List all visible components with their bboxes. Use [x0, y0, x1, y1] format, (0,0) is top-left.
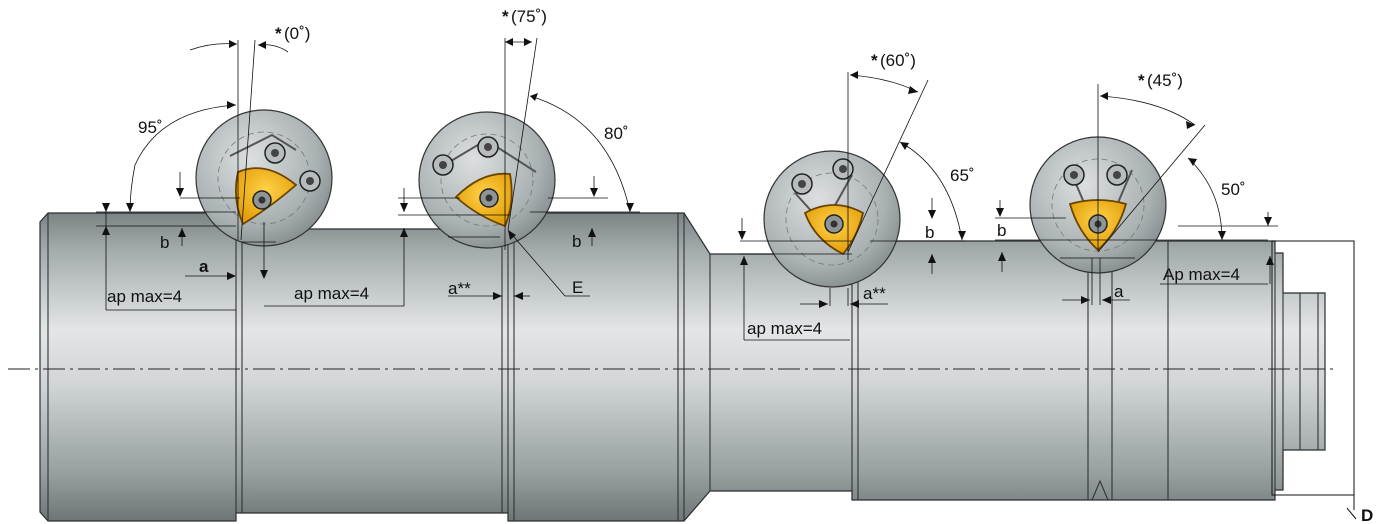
labels: * (0˚) * (75˚) * (60˚) * (45˚) 95˚ 80˚ 6… [107, 7, 1246, 338]
star-75: * [502, 7, 509, 26]
label-ap-max-2: ap max=4 [294, 284, 369, 303]
label-a-double-star-1: a** [448, 279, 471, 298]
label-angle-0: (0˚) [284, 24, 310, 43]
label-b-1: b [160, 233, 169, 252]
label-angle-95: 95˚ [138, 118, 163, 137]
cutter-2 [418, 111, 556, 249]
star-45: * [1138, 71, 1145, 90]
label-d: D [1361, 506, 1373, 524]
label-angle-65: 65˚ [950, 166, 975, 185]
dimension-lines [96, 37, 1278, 341]
label-ap-max-4: Ap max=4 [1163, 265, 1240, 284]
label-angle-60: (60˚) [880, 51, 916, 70]
label-angle-45: (45˚) [1147, 71, 1183, 90]
label-e: E [572, 278, 583, 297]
d-bracket [1271, 240, 1355, 496]
label-ap-max-3: ap max=4 [747, 319, 822, 338]
star-60: * [871, 51, 878, 70]
label-a-double-star-2: a** [863, 284, 886, 303]
label-angle-75: (75˚) [511, 7, 547, 26]
label-b-4: b [997, 221, 1006, 240]
label-a-2: a [1114, 282, 1124, 301]
arrowheads [102, 38, 1274, 308]
star-0: * [275, 24, 282, 43]
cutter-3 [763, 150, 901, 288]
label-b-3: b [925, 223, 934, 242]
label-ap-max-1: ap max=4 [107, 287, 182, 306]
workpiece-shaft [39, 212, 1326, 522]
label-b-2: b [572, 232, 581, 251]
label-angle-50: 50˚ [1221, 180, 1246, 199]
label-a-1: a [199, 257, 209, 276]
label-angle-80: 80˚ [604, 124, 629, 143]
